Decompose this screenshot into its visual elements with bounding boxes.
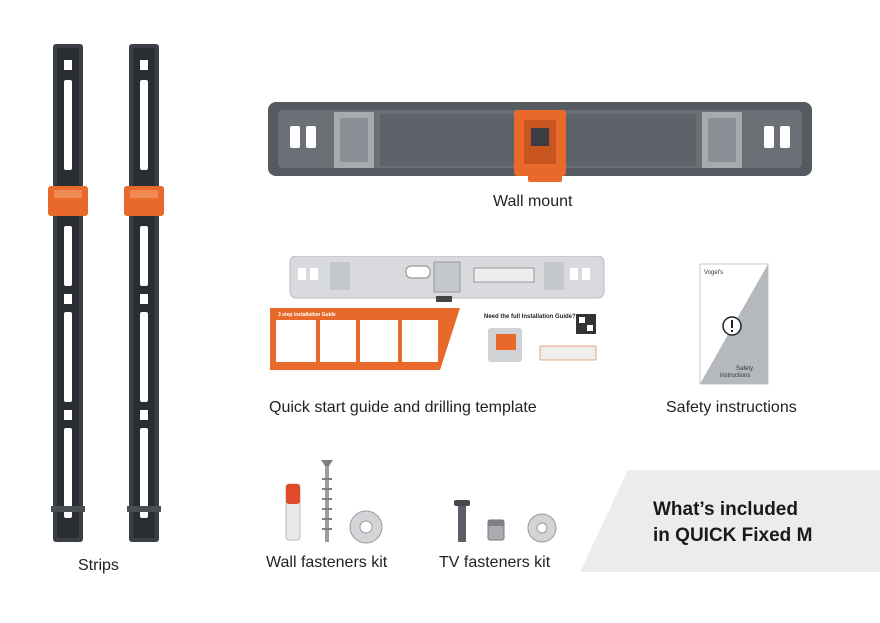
included-banner-text: What’s included in QUICK Fixed M: [653, 497, 812, 549]
strips-label: Strips: [78, 557, 119, 574]
wall-fasteners-image: [285, 460, 383, 544]
guide-left-heading: 3 step installation Guide: [278, 312, 336, 318]
included-banner: [580, 470, 880, 572]
guide-right-heading: Need the full Installation Guide?: [484, 314, 576, 320]
banner-line-2: in QUICK Fixed M: [653, 525, 813, 546]
safety-caption-2: instructions: [720, 373, 750, 379]
banner-line-1: What’s included: [653, 499, 798, 520]
safety-caption-1: Safety: [736, 366, 753, 372]
wall-fasteners-label: Wall fasteners kit: [266, 554, 388, 571]
quick-start-label: Quick start guide and drilling template: [269, 399, 537, 416]
strip-right: [124, 44, 164, 542]
strip-left: [48, 44, 88, 542]
quick-start-guide-image: 3 step installation Guide Need the full …: [270, 256, 605, 370]
safety-instructions-image: Vogel's Safety instructions: [699, 263, 769, 385]
safety-label: Safety instructions: [666, 399, 797, 416]
wall-mount-image: [268, 102, 812, 182]
tv-fasteners-label: TV fasteners kit: [439, 554, 551, 571]
wall-mount-label: Wall mount: [493, 193, 573, 210]
safety-brand: Vogel's: [704, 270, 723, 276]
tv-fasteners-image: [454, 500, 557, 543]
